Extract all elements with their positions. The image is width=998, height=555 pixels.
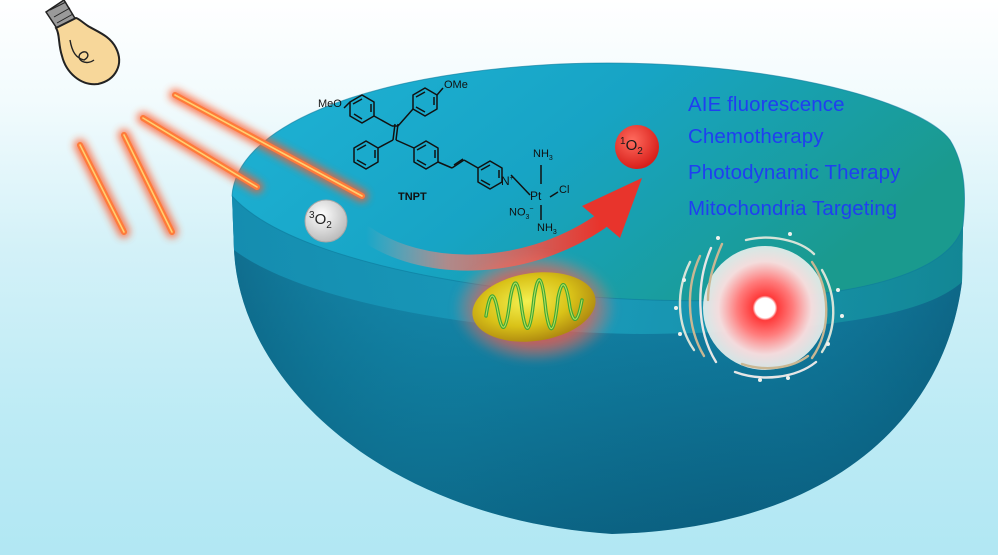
ammine-top-label: NH3 [533,148,553,163]
application-mitochondria-targeting: Mitochondria Targeting [688,197,898,220]
tnpt-structure [343,87,559,220]
mitochondrion-icon [453,252,617,364]
singlet-oxygen-sphere [615,125,659,169]
application-chemotherapy: Chemotherapy [688,125,824,148]
triplet-oxygen-label: 3O2 [309,210,332,231]
energy-transfer-arrow [358,178,642,271]
application-aie-fluorescence: AIE fluorescence [688,93,845,116]
ammine-bottom-label: NH3 [537,222,557,237]
light-beams [74,89,368,238]
methoxy-left-label: MeO [318,98,342,110]
light-bulb-icon [44,0,121,86]
chloride-label: Cl [559,184,570,196]
cell-nucleus-icon [674,232,844,382]
singlet-oxygen-label: 1O2 [620,136,643,157]
platinum-label: Pt [530,189,542,203]
triplet-oxygen-sphere [304,199,348,243]
molecule-name: TNPT [398,191,427,203]
methoxy-right-label: OMe [444,79,468,91]
pyridinium-nitrogen: N+ [501,174,514,188]
nitrate-label: NO3− [509,206,534,221]
application-photodynamic-therapy: Photodynamic Therapy [688,161,901,184]
